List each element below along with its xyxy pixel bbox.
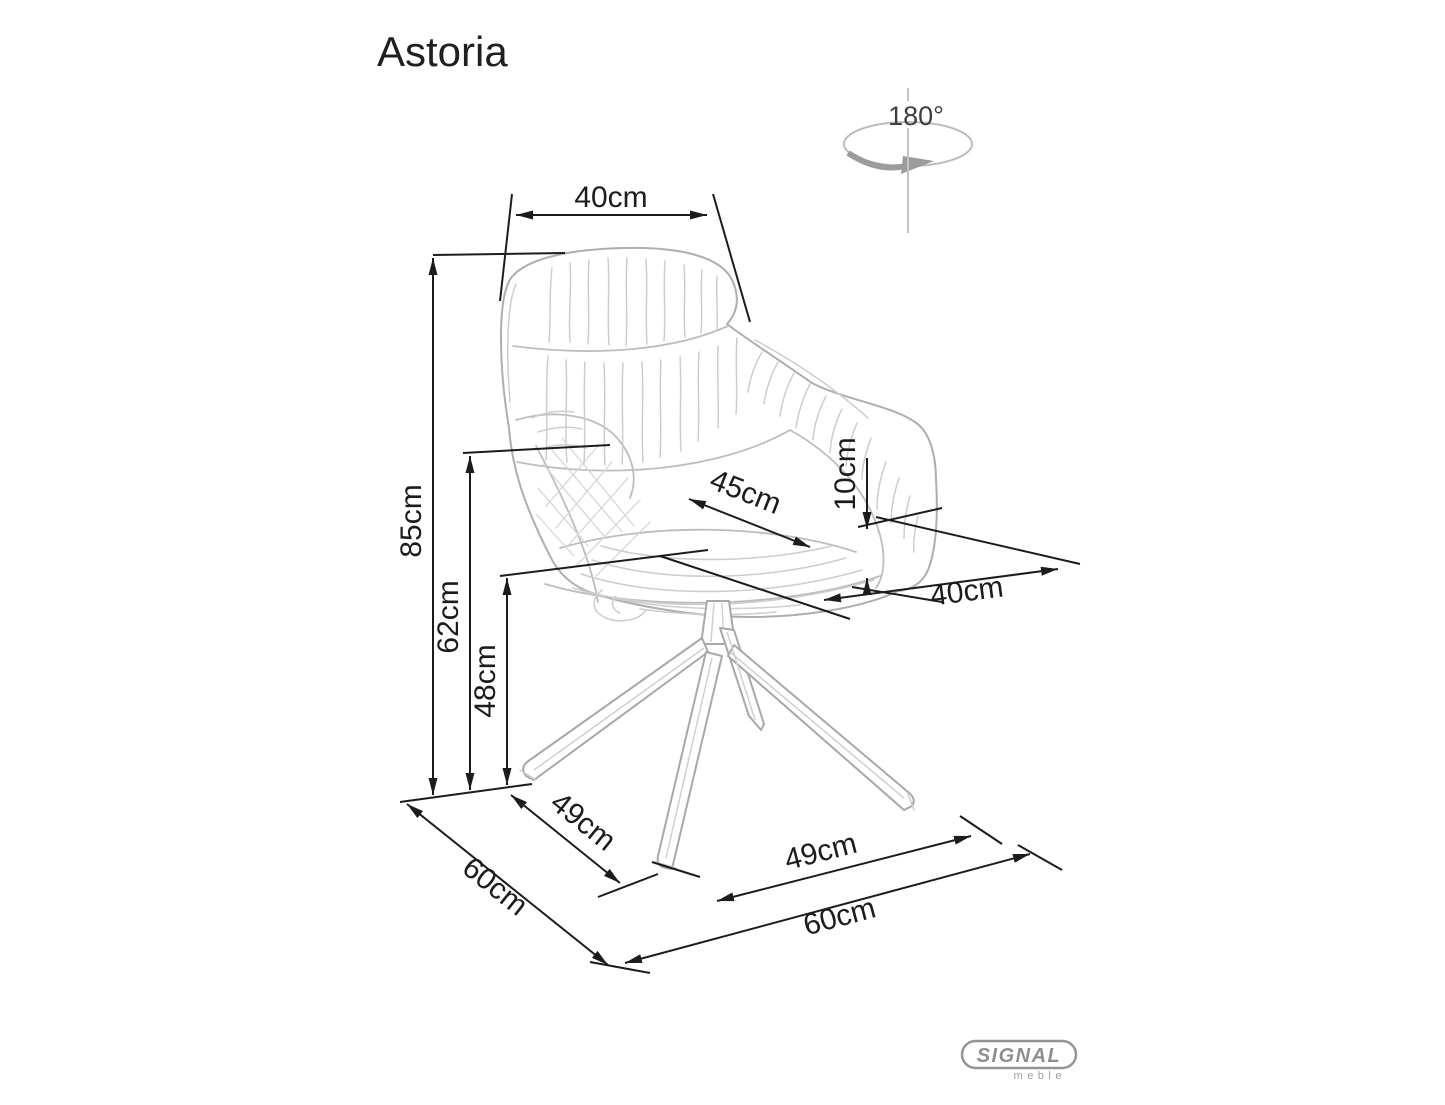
dim-total-height: 85cm (395, 252, 566, 795)
ext-line (432, 252, 566, 256)
dim-seat-height-label: 48cm (469, 644, 502, 717)
left-armrest-inner (535, 445, 599, 603)
dim-backrest-width: 40cm (499, 181, 751, 323)
ext-line (589, 961, 651, 974)
backrest-wrinkles-upper (548, 257, 719, 347)
dim-line (688, 498, 811, 548)
dim-armrest-height-label: 62cm (432, 580, 465, 653)
dim-base-front-span-label: 49cm (781, 827, 860, 877)
dim-base-side-span: 49cm (510, 786, 659, 898)
seat-front-curl (593, 589, 647, 622)
chair-sketch (500, 246, 938, 870)
floor-reference-line (399, 783, 533, 803)
base-leg-front (656, 651, 723, 870)
dim-base-side-depth-label: 60cm (456, 851, 534, 923)
dim-backrest-width-label: 40cm (574, 181, 647, 214)
left-armrest-top (515, 413, 635, 499)
brand-logo: SIGNAL meble (960, 1039, 1078, 1082)
rotation-arrowhead (901, 156, 934, 174)
ext-line (597, 873, 659, 898)
ext-line (659, 516, 1081, 620)
backrest-seam-upper (512, 325, 729, 352)
dim-line (406, 803, 609, 966)
right-armrest-top-seam (754, 339, 869, 419)
dim-seat-depth-label: 40cm (928, 570, 1005, 612)
base-leg-shading (533, 631, 905, 859)
dim-base-side-span-label: 49cm (544, 786, 622, 858)
brand-subtitle: meble (1014, 1070, 1066, 1082)
backrest-seam-lower (516, 429, 791, 472)
ext-line (1017, 844, 1063, 871)
dim-cushion-thickness-label: 10cm (829, 437, 862, 510)
dim-base-front-span: 49cm (651, 815, 1003, 902)
ext-line (499, 549, 709, 577)
ext-line (499, 193, 751, 323)
dim-armrest-height: 62cm (432, 444, 611, 790)
dim-line (624, 853, 1031, 964)
dim-seat-height: 48cm (469, 549, 709, 785)
ext-line (462, 444, 611, 454)
rotation-label: 180° (888, 101, 944, 131)
left-quilt-crosshatch (535, 437, 651, 577)
brand-logo-border (960, 1039, 1078, 1070)
backrest-left-inner-line (507, 283, 517, 403)
rotation-icon: 180° (843, 88, 973, 233)
rotation-swoosh (846, 150, 907, 171)
chair-shell-outline (500, 246, 938, 619)
page-title: Astoria (377, 28, 508, 75)
dim-seat-depth: 40cm (659, 516, 1081, 620)
dim-total-height-label: 85cm (395, 484, 428, 557)
right-armrest-wrinkles (747, 351, 919, 553)
dim-cushion-thickness: 10cm (829, 437, 943, 603)
dim-base-front-width-label: 60cm (800, 891, 879, 942)
brand-name: SIGNAL (977, 1045, 1062, 1067)
dim-line (823, 566, 1059, 603)
backrest-wrinkles-mid (545, 337, 738, 466)
